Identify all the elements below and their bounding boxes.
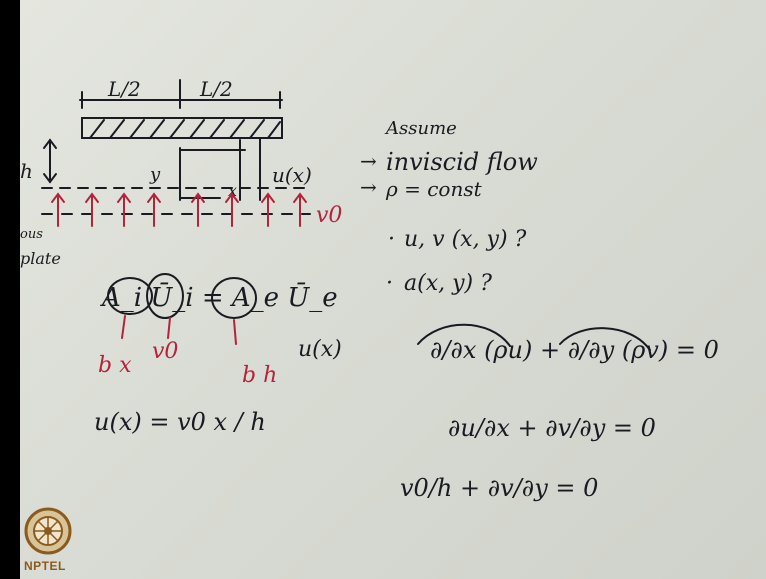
height-label: h (20, 159, 33, 183)
curl-arrow-2 (559, 327, 651, 351)
ux-label: u(x) (272, 163, 312, 187)
arrow-2: → (360, 175, 377, 199)
assume-item-inviscid: inviscid flow (386, 148, 538, 176)
height-arrowheads (43, 138, 57, 184)
porous-label-2: plate (20, 249, 61, 268)
logo-text: NPTEL (24, 559, 66, 573)
continuity-eq-1: ∂/∂x (ρu) + ∂/∂y (ρv) = 0 (430, 336, 719, 364)
mass-balance-block: A_i Ū_i = A_e Ū_e b x v0 b h u(x) u(x) =… (94, 273, 342, 436)
sub-ui: v0 (152, 339, 178, 364)
x-label: x (228, 181, 237, 200)
whiteboard: L/2 L/2 h y x u(x) ous plate (20, 0, 766, 579)
circle-ai (107, 277, 153, 315)
arrow-1: → (360, 149, 377, 173)
plate-diagram: L/2 L/2 h y x u(x) ous plate (20, 77, 342, 268)
sub-ae: b h (242, 363, 277, 388)
circle-ae (211, 277, 257, 319)
nptel-logo-icon (24, 507, 72, 555)
unknown-a: a(x, y) ? (404, 271, 492, 296)
dim-left-label: L/2 (107, 77, 141, 101)
assume-item-density: ρ = const (385, 177, 483, 201)
assume-heading: Assume (384, 118, 457, 139)
velocity-result: u(x) = v0 x / h (94, 408, 266, 436)
continuity-eq-2: ∂u/∂x + ∂v/∂y = 0 (448, 414, 656, 442)
circle-ui (146, 273, 184, 319)
porous-label-1: ous (20, 227, 43, 242)
bullet-2: · (386, 271, 393, 296)
bullet-1: · (388, 227, 395, 252)
dim-right-label: L/2 (199, 77, 233, 101)
mass-balance-equation: A_i Ū_i = A_e Ū_e (100, 282, 338, 313)
y-label: y (149, 164, 161, 185)
continuity-eq-3: v0/h + ∂v/∂y = 0 (400, 474, 598, 502)
substitution-arrows (121, 315, 237, 345)
curl-arrow-1 (417, 323, 511, 347)
wall-hatching (89, 119, 281, 139)
unknown-velocity: u, v (x, y) ? (404, 227, 527, 252)
unknowns-block: · u, v (x, y) ? · a(x, y) ? (386, 227, 527, 296)
sub-ai: b x (98, 353, 132, 378)
lecture-drawing: L/2 L/2 h y x u(x) ous plate (20, 77, 719, 502)
top-wall (81, 117, 283, 139)
assumptions-block: Assume → inviscid flow → ρ = const (360, 118, 538, 201)
suction-arrows (51, 192, 307, 227)
sub-ue: u(x) (298, 337, 342, 362)
continuity-block: ∂/∂x (ρu) + ∂/∂y (ρv) = 0 ∂u/∂x + ∂v/∂y … (400, 323, 719, 502)
v0-label: v0 (316, 203, 342, 228)
